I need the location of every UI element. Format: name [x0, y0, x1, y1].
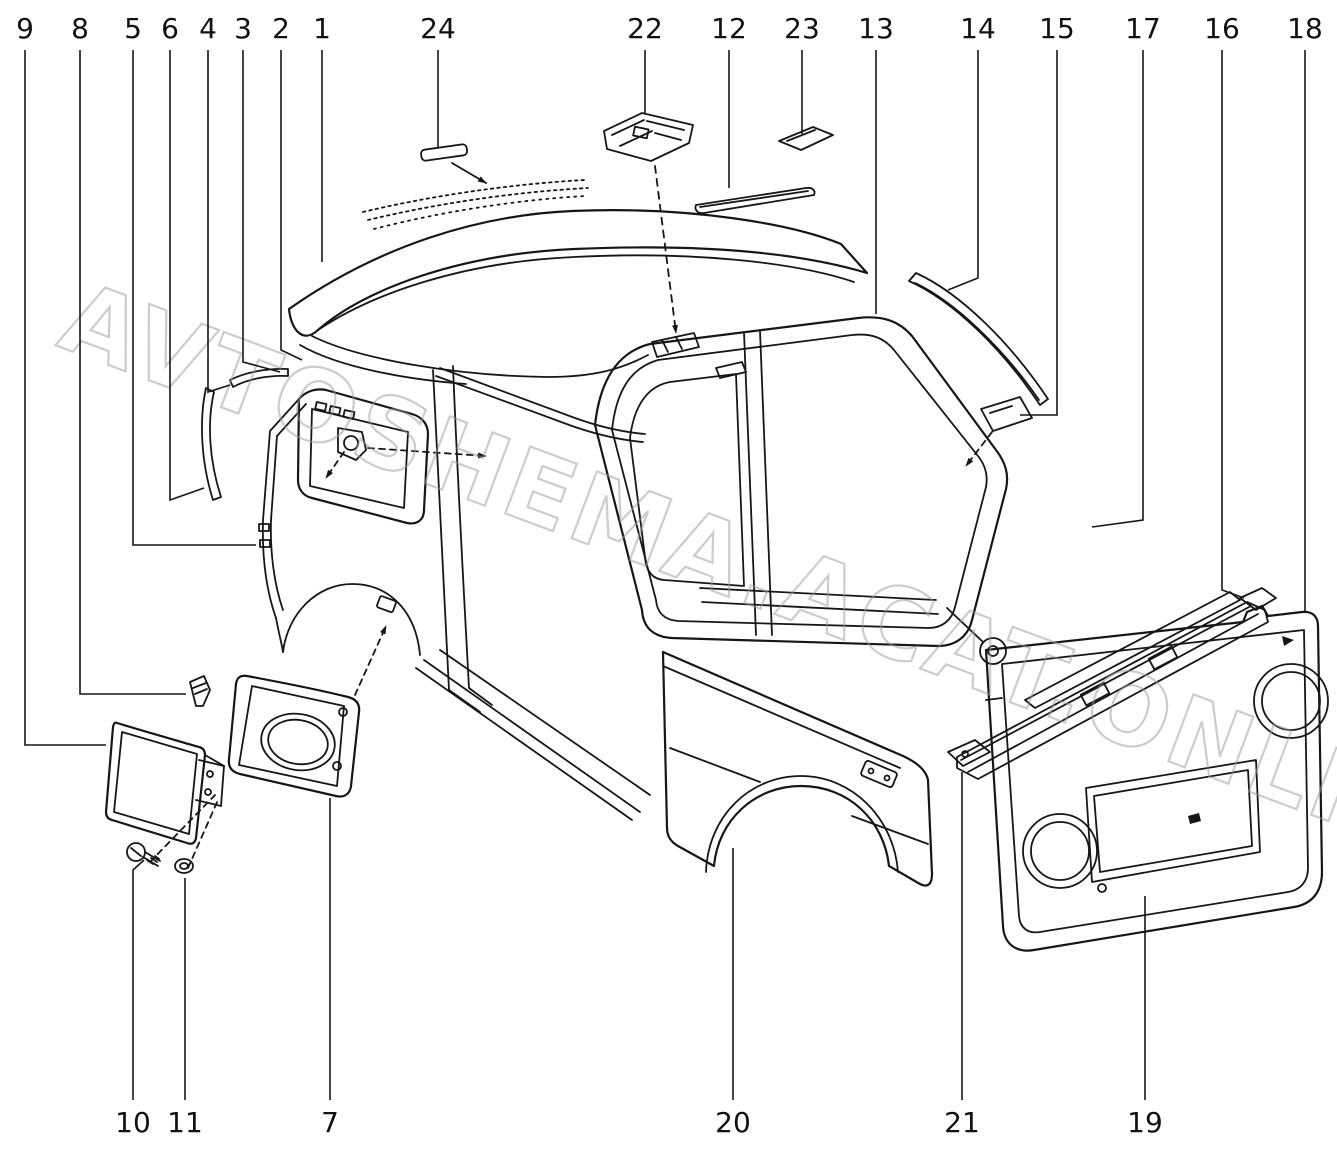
callout-leader-2: [280, 50, 303, 361]
callout-label-13: 13: [858, 12, 894, 45]
body-shell: [258, 365, 651, 821]
callout-label-21: 21: [944, 1106, 980, 1139]
screw: [126, 842, 161, 867]
callout-label-15: 15: [1039, 12, 1075, 45]
callout-leader-5: [132, 50, 256, 546]
roof-panel: [287, 209, 869, 385]
callout-leader-8: [79, 50, 186, 695]
callout-leader-9: [24, 50, 106, 746]
callout-label-8: 8: [71, 12, 89, 45]
callout-label-2: 2: [272, 12, 290, 45]
body-panels-artwork: [104, 112, 1329, 952]
callout-label-1: 1: [313, 12, 331, 45]
rear-frame: [593, 316, 1009, 665]
callout-label-20: 20: [715, 1106, 751, 1139]
callout-leader-4: [207, 50, 231, 394]
roof-side-strip-12: [694, 186, 816, 215]
callout-label-17: 17: [1125, 12, 1161, 45]
callout-label-16: 16: [1204, 12, 1240, 45]
callout-label-4: 4: [199, 12, 217, 45]
callout-leader-10: [132, 859, 145, 1100]
filler-housing: [227, 625, 387, 798]
washer: [174, 858, 194, 874]
roof-strip-24: [420, 143, 468, 162]
callout-label-14: 14: [960, 12, 996, 45]
callout-leader-3: [242, 50, 281, 373]
rear-panel: [984, 604, 1329, 952]
callout-label-11: 11: [167, 1106, 203, 1139]
callout-label-18: 18: [1287, 12, 1323, 45]
fuel-filler-flap: [104, 721, 225, 869]
callout-leader-17: [1091, 50, 1144, 528]
callout-leader-14: [947, 50, 979, 291]
callout-leader-15: [1020, 50, 1058, 416]
rear-pillar-strip-14: [908, 272, 1049, 467]
callout-label-22: 22: [627, 12, 663, 45]
roof-plate-22: [603, 112, 694, 334]
callout-label-19: 19: [1127, 1106, 1163, 1139]
callout-leader-6: [169, 50, 205, 502]
callout-label-23: 23: [784, 12, 820, 45]
callout-label-12: 12: [711, 12, 747, 45]
callout-label-24: 24: [420, 12, 456, 45]
roof-plate-23: [778, 126, 834, 151]
callout-label-7: 7: [321, 1106, 339, 1139]
callout-label-6: 6: [161, 12, 179, 45]
callout-label-9: 9: [16, 12, 34, 45]
callout-label-10: 10: [115, 1106, 151, 1139]
roof-sealant-band: [362, 162, 589, 230]
cone-clip: [189, 675, 211, 707]
rear-quarter-panel: [661, 650, 934, 887]
callout-label-3: 3: [234, 12, 252, 45]
callout-label-5: 5: [124, 12, 142, 45]
front-pillar-strips: [201, 367, 289, 501]
callout-leader-16: [1221, 50, 1245, 599]
